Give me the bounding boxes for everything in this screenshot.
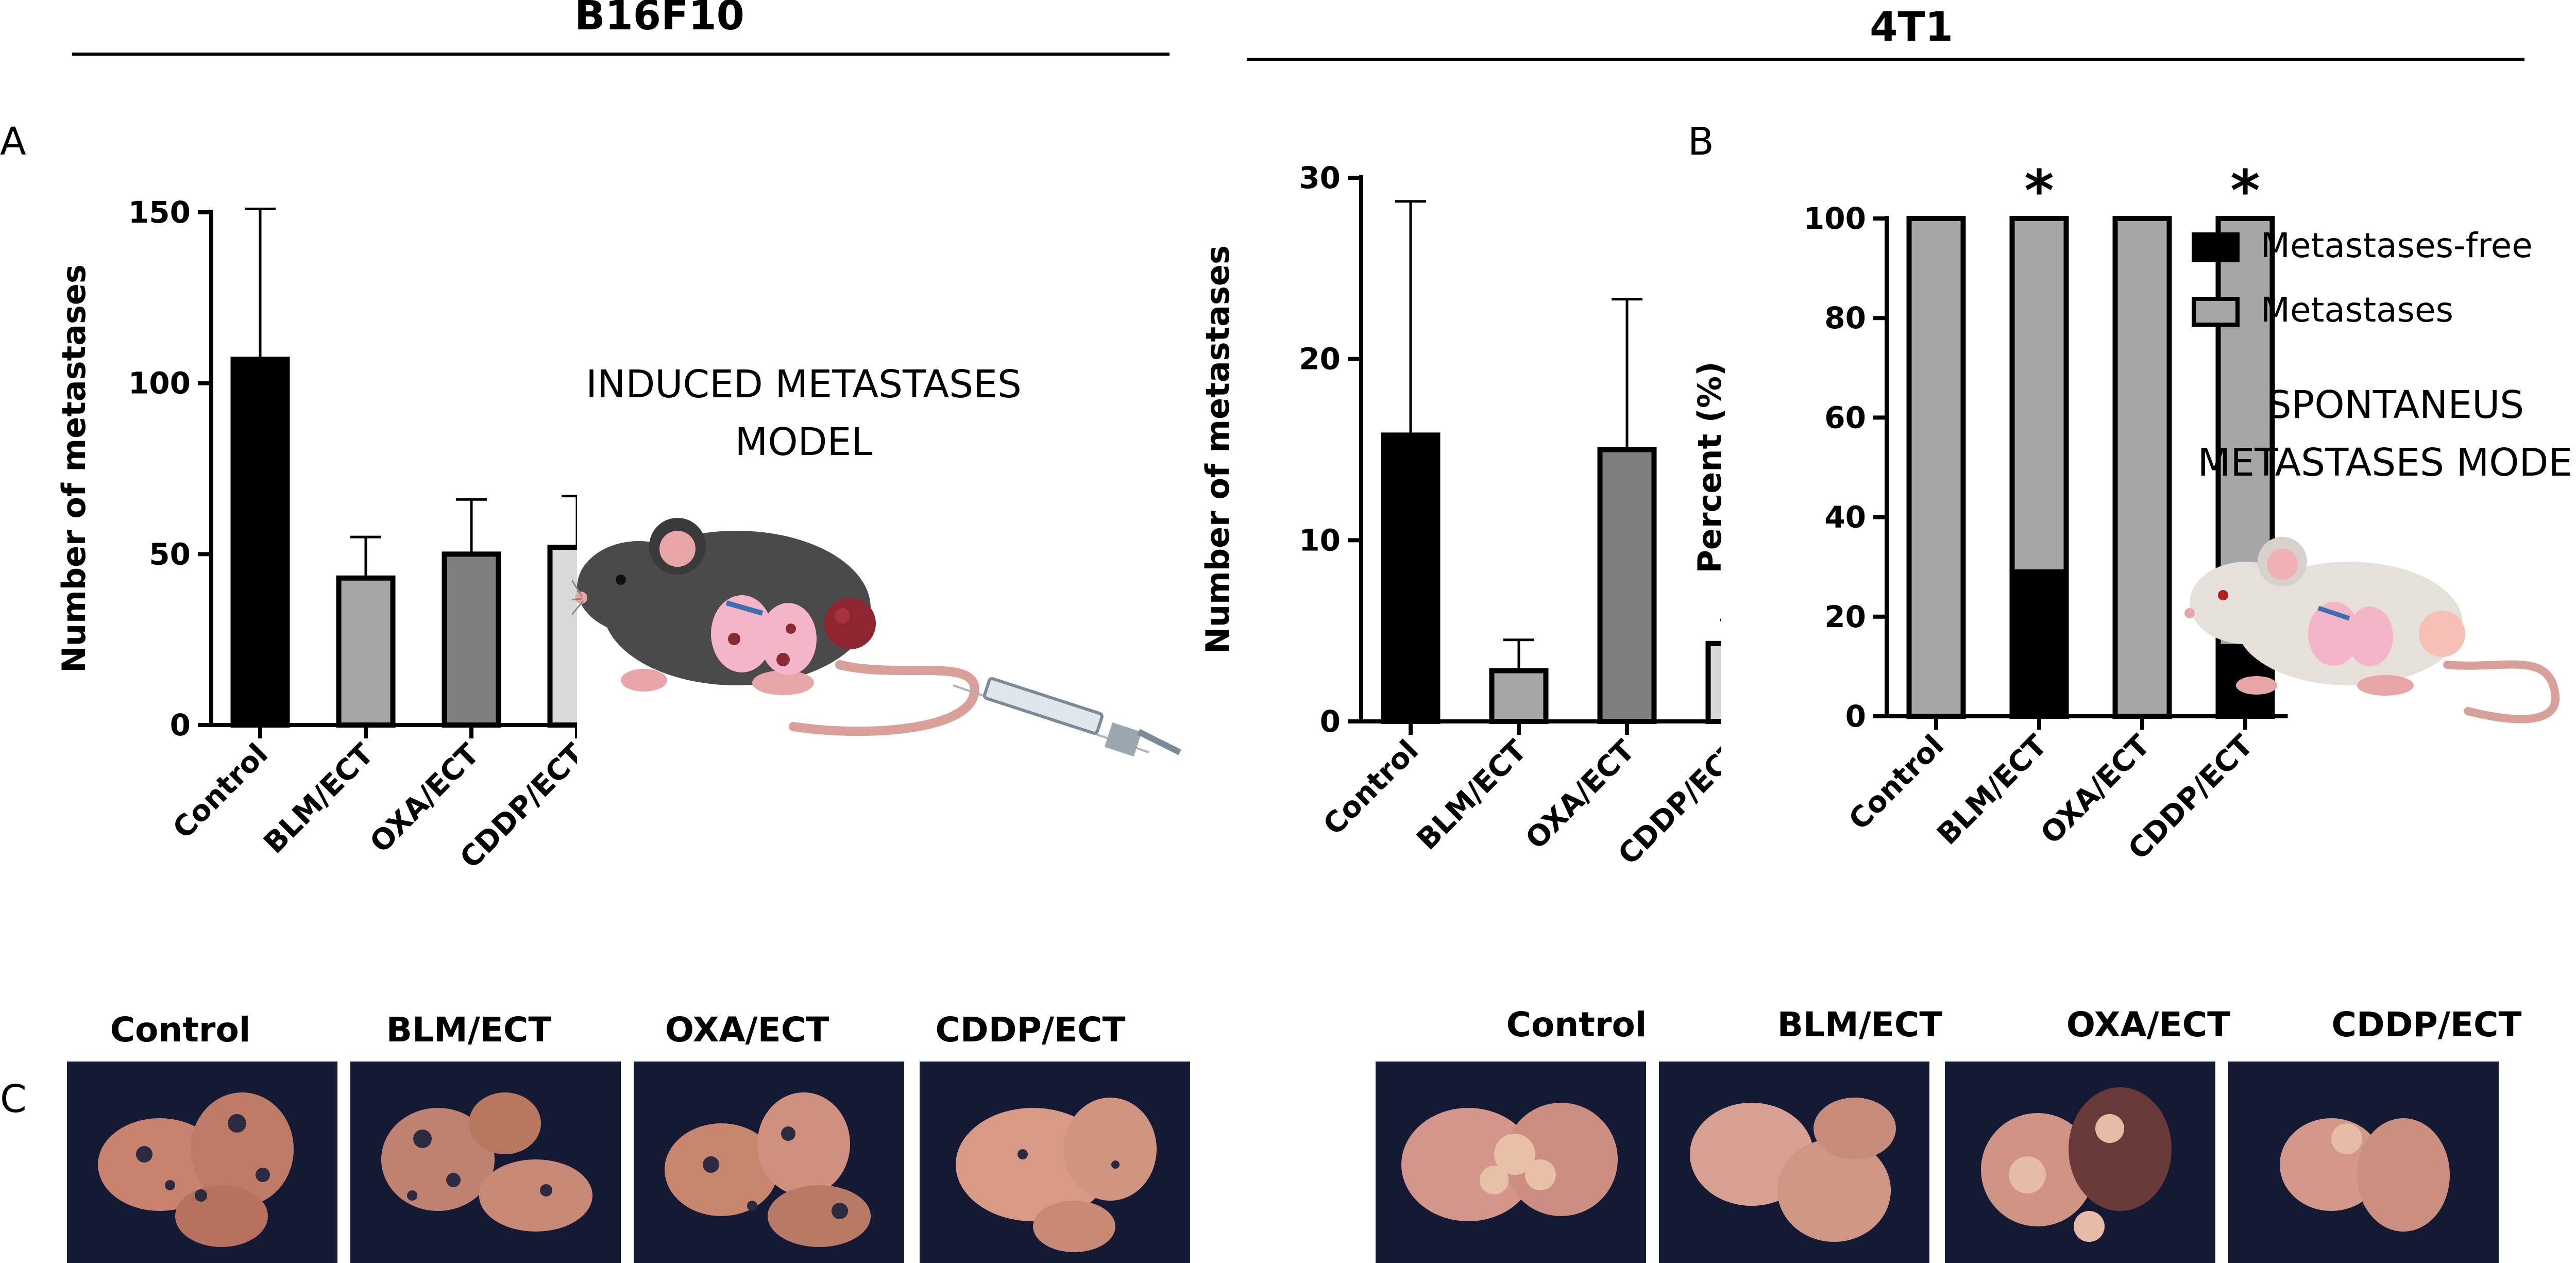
bar-metastases-free <box>2009 569 2069 719</box>
spontaneous-model-title: SPONTANEUS METASTASES MODEL <box>2184 376 2576 492</box>
induced-model-line-1: INDUCED METASTASES <box>586 362 1022 407</box>
y-tick-label: 0 <box>170 708 191 743</box>
significance-star: * <box>2230 158 2260 224</box>
x-tick-label: BLM/ECT <box>258 737 380 860</box>
bar <box>1705 641 1721 724</box>
y-tick-label: 0 <box>1320 704 1341 739</box>
y-axis-label: Number of metastases <box>1199 245 1236 654</box>
photo-label-b16f10-blm: BLM/ECT <box>386 1010 552 1050</box>
photo-label-4t1-control: Control <box>1506 1005 1647 1045</box>
bar <box>1489 668 1549 724</box>
bar <box>230 357 290 728</box>
y-axis-label: Percent (%) <box>1691 361 1728 573</box>
lung-photo-b16f10-oxa <box>634 1062 904 1263</box>
y-tick-label: 20 <box>1299 342 1341 377</box>
photo-label-b16f10-oxa: OXA/ECT <box>665 1010 829 1050</box>
lung-photo-4t1-oxa <box>1945 1062 2215 1263</box>
bar-metastases <box>2112 216 2172 719</box>
spontaneous-model-line-1: SPONTANEUS <box>2267 383 2524 427</box>
photo-label-4t1-blm: BLM/ECT <box>1777 1005 1943 1045</box>
legend-swatch <box>2192 232 2240 262</box>
y-tick-label: 20 <box>1824 599 1866 634</box>
panel-letter-a: A <box>0 120 26 164</box>
photo-label-4t1-cddp: CDDP/ECT <box>2331 1005 2522 1045</box>
y-tick-label: 100 <box>128 366 191 401</box>
panel-letter-b: B <box>1688 120 1714 164</box>
photo-label-b16f10-cddp: CDDP/ECT <box>935 1010 1126 1050</box>
y-axis-label: Number of metastases <box>55 264 93 673</box>
y-tick-label: 60 <box>1824 400 1866 435</box>
header-rule-left <box>72 53 1170 56</box>
induced-model-line-2: MODEL <box>735 420 873 464</box>
x-tick-label: Control <box>1317 734 1425 842</box>
bar <box>547 545 577 728</box>
white-mouse-illustration <box>2184 537 2560 723</box>
legend-swatch <box>2192 297 2240 327</box>
bar <box>1597 447 1657 724</box>
y-tick-label: 150 <box>128 195 191 230</box>
y-tick-label: 30 <box>1299 160 1341 195</box>
legend-label: Metastases <box>2261 290 2453 330</box>
x-tick-label: BLM/ECT <box>1411 734 1533 856</box>
header-rule-right <box>1247 58 2524 61</box>
lung-photo-b16f10-control <box>67 1062 337 1263</box>
bar <box>1381 432 1440 724</box>
lung-photo-b16f10-cddp <box>920 1062 1190 1263</box>
spontaneous-model-line-2: METASTASES MODEL <box>2197 441 2576 485</box>
photo-label-b16f10-control: Control <box>110 1010 251 1050</box>
lung-photo-b16f10-blm <box>350 1062 621 1263</box>
bar-metastases <box>1906 216 1966 719</box>
bar <box>442 551 501 728</box>
dark-mouse-illustration <box>572 518 1181 757</box>
y-tick-label: 10 <box>1299 523 1341 558</box>
induced-model-title: INDUCED METASTASES MODEL <box>546 356 1061 471</box>
y-tick-label: 0 <box>1845 699 1866 734</box>
photo-label-4t1-oxa: OXA/ECT <box>2066 1005 2231 1045</box>
y-tick-label: 100 <box>1804 201 1866 236</box>
header-b16f10: B16F10 <box>574 0 744 39</box>
x-tick-label: Control <box>166 737 275 846</box>
lung-photo-4t1-cddp <box>2228 1062 2499 1263</box>
lung-photo-4t1-control <box>1376 1062 1646 1263</box>
lung-photo-4t1-blm <box>1659 1062 1929 1263</box>
significance-star: * <box>2024 158 2054 224</box>
y-tick-label: 40 <box>1824 500 1866 535</box>
bar <box>336 575 396 728</box>
bar-metastases <box>2009 216 2069 575</box>
panel-letter-c: C <box>0 1077 27 1121</box>
x-tick-label: BLM/ECT <box>1931 729 2054 851</box>
header-4t1: 4T1 <box>1870 4 1953 50</box>
y-tick-label: 50 <box>149 536 191 571</box>
y-tick-label: 80 <box>1824 300 1866 335</box>
legend-label: Metastases-free <box>2261 226 2533 265</box>
x-tick-label: Control <box>1842 729 1951 837</box>
